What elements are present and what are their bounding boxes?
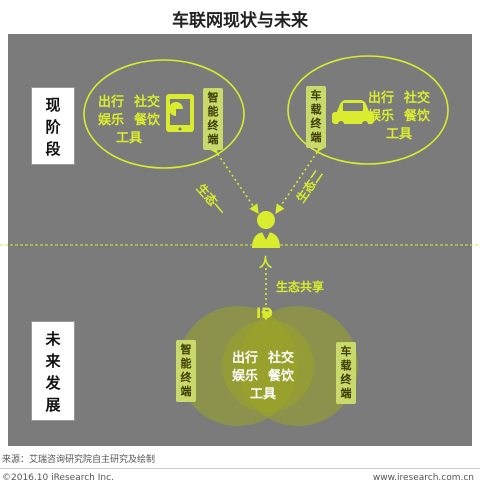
- shared-label: 生态共享: [276, 280, 325, 294]
- vehicle-terminal-tag-future: 车载终端: [336, 342, 356, 404]
- future-stage-label: 未 来 发 展: [32, 322, 74, 420]
- current-stage-label: 现 阶 段: [32, 88, 74, 164]
- smart-ecosystem-circle: [83, 59, 245, 169]
- merged-core: [222, 320, 314, 412]
- eco1-arrow: [208, 143, 259, 214]
- footer-divider: [0, 468, 480, 469]
- shared-functions: 出行 社交 娱乐 餐饮 工具: [232, 351, 295, 402]
- vehicle-functions: 出行 社交 娱乐 餐饮 工具: [368, 91, 431, 142]
- car-icon: [332, 100, 374, 127]
- footer-url: www.iresearch.com.cn: [372, 473, 474, 483]
- vehicle-ecosystem-circle: [287, 55, 449, 165]
- person-icon: [252, 211, 280, 248]
- page-title: 车联网现状与未来: [172, 11, 308, 31]
- vehicle-terminal-tag: 车载终端: [306, 86, 326, 148]
- smart-terminal-tag-future: 智能终端: [176, 340, 196, 402]
- id-label: ID: [256, 306, 273, 322]
- copyright: ©2016.10 iResearch Inc.: [2, 473, 114, 483]
- source-note: 来源：艾瑞咨询研究院自主研究及绘制: [2, 455, 156, 465]
- person-label: 人: [259, 256, 273, 271]
- tablet-icon: [166, 94, 194, 132]
- smart-functions: 出行 社交 娱乐 餐饮 工具: [98, 95, 161, 146]
- smart-terminal-tag: 智能终端: [203, 88, 223, 150]
